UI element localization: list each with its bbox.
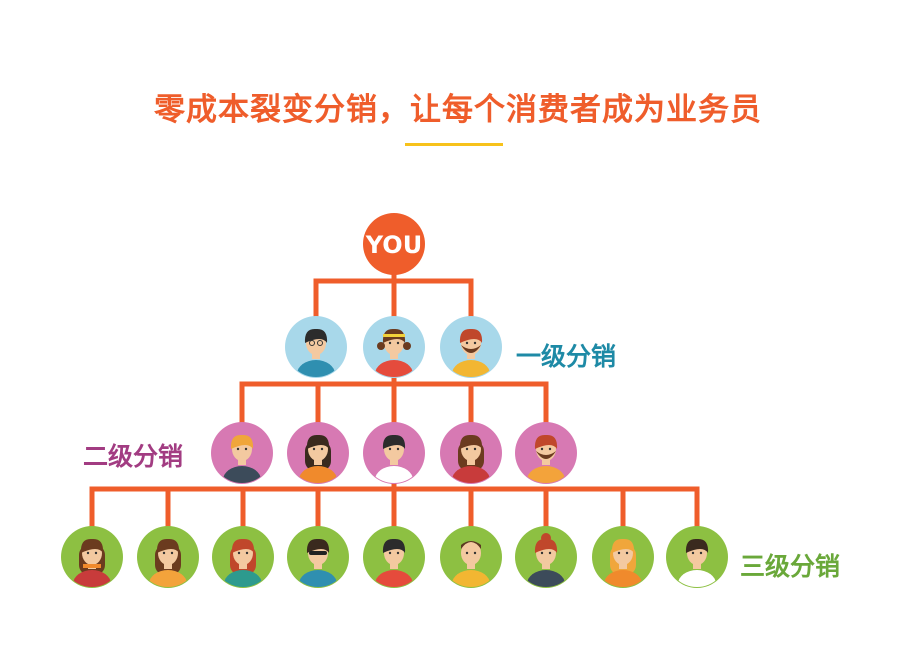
level-1-node-2 [363,316,425,378]
connectors [89,272,700,531]
woman-bob-avatar-icon [678,538,716,587]
level-1-label: 一级分销 [516,342,617,371]
woman-curly-avatar-icon [149,538,187,587]
woman-redhead-avatar-icon [224,538,262,587]
level-2-node-5 [515,422,577,484]
girl-headband-avatar-icon [375,328,413,377]
level-2-node-1 [211,422,273,484]
level-3-node-7 [515,526,577,588]
level-3-node-6 [440,526,502,588]
level-3-node-8 [592,526,654,588]
level-2-node-2 [287,422,349,484]
level-3-node-1 [61,526,123,588]
level-1-node-1 [285,316,347,378]
nodes: YOU [61,213,728,588]
woman-scarf-avatar-icon [73,538,111,587]
level-2-node-4 [440,422,502,484]
level-3-node-4 [287,526,349,588]
level-1-node-3 [440,316,502,378]
level-2-node-3 [363,422,425,484]
woman-bun-avatar-icon [527,533,565,587]
man-beard-avatar-icon [452,328,490,377]
man-bald-avatar-icon [452,541,490,587]
man-beard-avatar-icon [527,434,565,483]
level-3-node-5 [363,526,425,588]
level-3-node-3 [212,526,274,588]
level-3-node-2 [137,526,199,588]
woman-blonde-avatar-icon [604,538,642,587]
man-suit-avatar-icon [375,434,413,483]
woman-avatar-icon [452,434,490,483]
man-avatar-icon [375,538,413,587]
man-sunglasses-avatar-icon [299,538,337,587]
level-3-label: 三级分销 [740,552,841,581]
level-3-node-9 [666,526,728,588]
title-underline [405,143,503,146]
man-glasses-avatar-icon [297,328,335,377]
man-avatar-icon [223,434,261,483]
woman-long-hair-avatar-icon [299,434,337,483]
you-label: YOU [365,231,422,259]
level-2-label: 二级分销 [83,442,184,471]
page-title: 零成本裂变分销，让每个消费者成为业务员 [154,92,762,128]
you-node: YOU [363,213,425,275]
